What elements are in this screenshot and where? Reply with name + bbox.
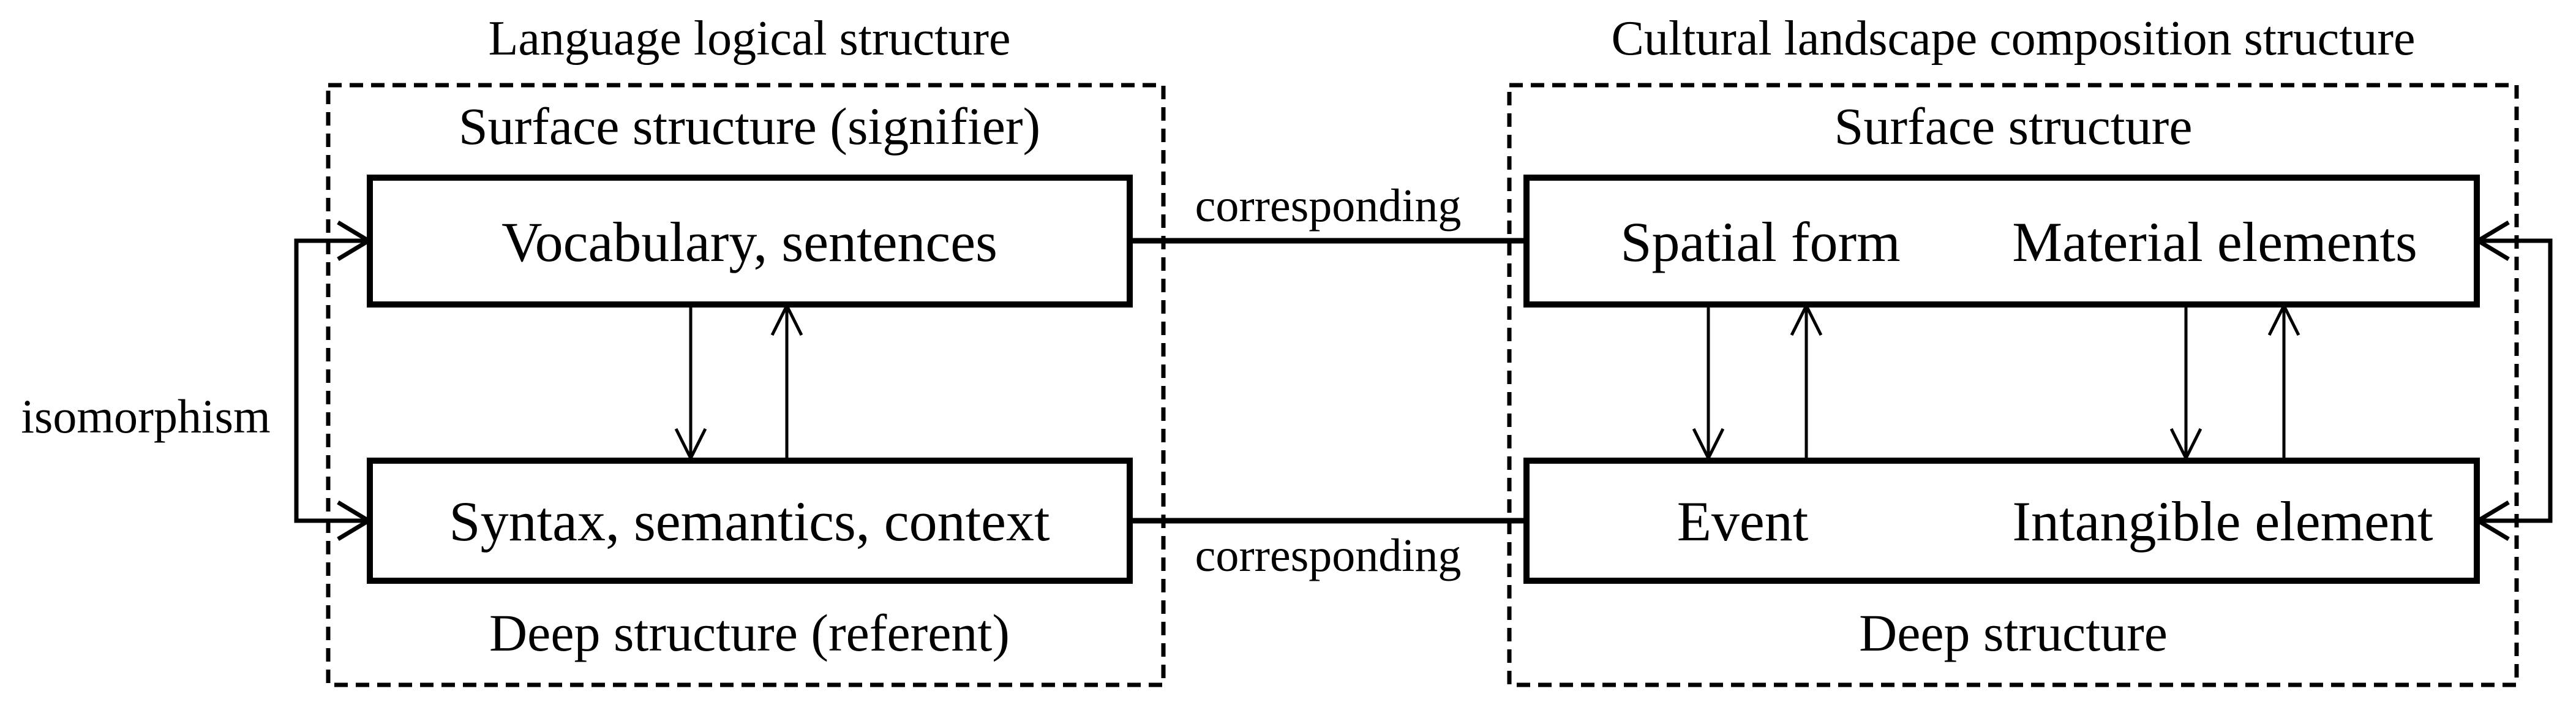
syntax-semantics-context-box-label: Syntax, semantics, context — [449, 490, 1050, 553]
arrow-head-up-icon — [1790, 302, 1823, 336]
right-surface-structure-label: Surface structure — [1834, 97, 2193, 156]
left-panel-title: Language logical structure — [488, 12, 1011, 66]
right-dashed-container — [1507, 83, 2519, 687]
isomorphism-bracket — [294, 238, 367, 523]
syntax-semantics-context-box — [367, 458, 1133, 584]
right-panel-title: Cultural landscape composition structure — [1611, 12, 2416, 66]
arrow-head-down-icon — [674, 428, 707, 462]
arrow-head-right-icon — [337, 220, 373, 262]
arrow-head-up-icon — [2267, 302, 2300, 336]
corresponding-label-bottom: corresponding — [1195, 530, 1462, 581]
material-elements-label: Material elements — [2012, 211, 2417, 273]
left-dashed-container — [326, 83, 1166, 687]
arrow-head-right-icon — [337, 500, 373, 542]
corresponding-label-top: corresponding — [1195, 180, 1462, 232]
left-surface-structure-label: Surface structure (signifier) — [458, 97, 1041, 156]
event-intangible-box — [1523, 458, 2480, 584]
vocabulary-sentences-box — [367, 175, 1133, 308]
arrow-head-down-icon — [1692, 428, 1725, 462]
arrow-head-left-icon — [2474, 500, 2510, 542]
left-deep-structure-label: Deep structure (referent) — [489, 603, 1010, 662]
intangible-element-label: Intangible element — [2012, 490, 2433, 553]
spatial-material-box — [1523, 175, 2480, 308]
event-label: Event — [1677, 490, 1809, 553]
isomorphism-label: isomorphism — [21, 390, 271, 443]
right-bracket — [2479, 238, 2553, 523]
arrow-head-down-icon — [2169, 428, 2202, 462]
vocabulary-sentences-box-label: Vocabulary, sentences — [501, 211, 997, 273]
arrow-head-left-icon — [2474, 220, 2510, 262]
spatial-form-label: Spatial form — [1620, 211, 1901, 273]
arrow-head-up-icon — [770, 302, 803, 336]
right-deep-structure-label: Deep structure — [1859, 603, 2168, 662]
